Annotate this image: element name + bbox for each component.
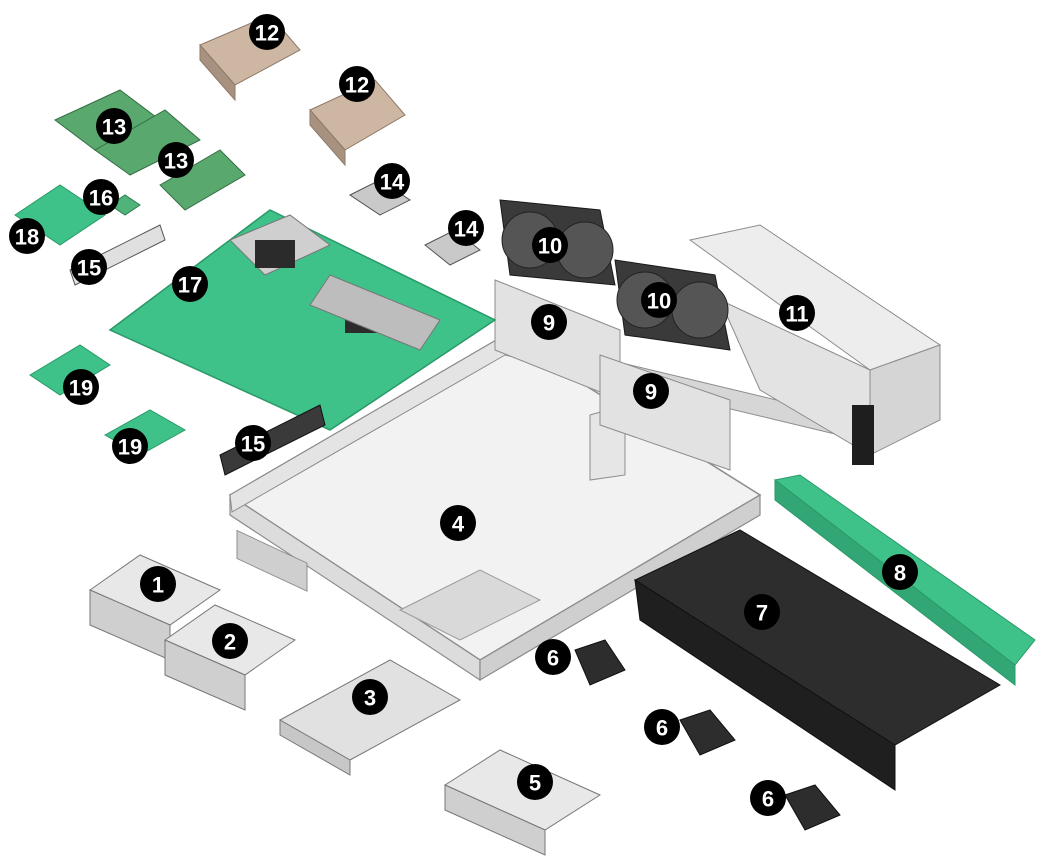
callout-c6b: 6 bbox=[644, 709, 680, 745]
callout-c18: 18 bbox=[9, 218, 45, 254]
callout-marker bbox=[249, 14, 285, 50]
callout-c15b: 15 bbox=[235, 425, 271, 461]
callout-c13b: 13 bbox=[158, 142, 194, 178]
callout-label: 15 bbox=[241, 432, 265, 457]
callout-label: 3 bbox=[364, 686, 376, 711]
callout-marker bbox=[71, 249, 107, 285]
callout-c6a: 6 bbox=[535, 639, 571, 675]
callout-label: 6 bbox=[656, 716, 668, 741]
callout-marker bbox=[374, 163, 410, 199]
callout-marker bbox=[235, 425, 271, 461]
callout-label: 18 bbox=[15, 225, 39, 250]
callout-label: 17 bbox=[178, 273, 202, 298]
callout-marker bbox=[9, 218, 45, 254]
callout-label: 4 bbox=[452, 512, 465, 537]
callout-label: 9 bbox=[543, 311, 555, 336]
callout-marker bbox=[750, 780, 786, 816]
callout-marker bbox=[112, 428, 148, 464]
callout-c4: 4 bbox=[440, 505, 476, 541]
callout-marker bbox=[633, 373, 669, 409]
callout-marker bbox=[440, 505, 476, 541]
callout-marker bbox=[448, 210, 484, 246]
callout-c11: 11 bbox=[779, 295, 815, 331]
power-supplies bbox=[278, 659, 462, 776]
callout-marker bbox=[744, 594, 780, 630]
callout-marker bbox=[779, 295, 815, 331]
callout-label: 5 bbox=[529, 771, 541, 796]
callout-c17: 17 bbox=[172, 266, 208, 302]
callout-label: 6 bbox=[547, 646, 559, 671]
callout-label: 16 bbox=[89, 186, 113, 211]
callout-c19a: 19 bbox=[63, 369, 99, 405]
callout-c2: 2 bbox=[212, 623, 248, 659]
callout-c9b: 9 bbox=[633, 373, 669, 409]
callout-marker bbox=[352, 679, 388, 715]
callout-c15a: 15 bbox=[71, 249, 107, 285]
callout-marker bbox=[172, 266, 208, 302]
callout-marker bbox=[158, 142, 194, 178]
callout-label: 12 bbox=[345, 73, 369, 98]
callout-c6c: 6 bbox=[750, 780, 786, 816]
callout-label: 2 bbox=[224, 630, 236, 655]
callout-marker bbox=[83, 179, 119, 215]
callout-c16: 16 bbox=[83, 179, 119, 215]
callout-c1: 1 bbox=[140, 566, 176, 602]
callout-label: 13 bbox=[164, 149, 188, 174]
callout-marker bbox=[882, 554, 918, 590]
callout-marker bbox=[96, 108, 132, 144]
callout-marker bbox=[644, 709, 680, 745]
air-duct bbox=[633, 529, 1001, 791]
motherboard bbox=[108, 209, 497, 431]
callout-c12b: 12 bbox=[339, 66, 375, 102]
callout-label: 6 bbox=[762, 787, 774, 812]
callout-c7: 7 bbox=[744, 594, 780, 630]
callout-c10a: 10 bbox=[532, 227, 568, 263]
heatsinks bbox=[199, 14, 406, 167]
callout-label: 14 bbox=[454, 217, 479, 242]
callout-label: 13 bbox=[102, 115, 126, 140]
callout-label: 15 bbox=[77, 256, 101, 281]
callout-label: 10 bbox=[538, 234, 562, 259]
callout-marker bbox=[531, 304, 567, 340]
small-fan-units bbox=[574, 639, 841, 831]
callout-label: 1 bbox=[152, 573, 164, 598]
callout-c3: 3 bbox=[352, 679, 388, 715]
callout-label: 14 bbox=[380, 170, 405, 195]
callout-c5: 5 bbox=[517, 764, 553, 800]
drive-bays bbox=[688, 224, 942, 465]
callout-c10b: 10 bbox=[641, 282, 677, 318]
callout-marker bbox=[535, 639, 571, 675]
callout-label: 9 bbox=[645, 380, 657, 405]
callout-c12a: 12 bbox=[249, 14, 285, 50]
callout-label: 8 bbox=[894, 561, 906, 586]
callout-marker bbox=[641, 282, 677, 318]
callout-label: 11 bbox=[785, 302, 808, 327]
callout-marker bbox=[532, 227, 568, 263]
callout-c8: 8 bbox=[882, 554, 918, 590]
callouts: 1234566678991010111212131314141515161718… bbox=[9, 14, 918, 816]
callout-marker bbox=[212, 623, 248, 659]
callout-marker bbox=[63, 369, 99, 405]
callout-marker bbox=[339, 66, 375, 102]
fan-brackets bbox=[494, 279, 731, 471]
callout-marker bbox=[140, 566, 176, 602]
callout-c14a: 14 bbox=[374, 163, 410, 199]
callout-c19b: 19 bbox=[112, 428, 148, 464]
callout-label: 12 bbox=[255, 21, 279, 46]
memory-modules bbox=[54, 89, 246, 211]
callout-marker bbox=[517, 764, 553, 800]
callout-label: 7 bbox=[756, 601, 768, 626]
callout-c9a: 9 bbox=[531, 304, 567, 340]
callout-label: 19 bbox=[118, 435, 142, 460]
callout-c14b: 14 bbox=[448, 210, 484, 246]
callout-label: 19 bbox=[69, 376, 93, 401]
callout-label: 10 bbox=[647, 289, 671, 314]
callout-c13a: 13 bbox=[96, 108, 132, 144]
processors bbox=[349, 179, 481, 266]
